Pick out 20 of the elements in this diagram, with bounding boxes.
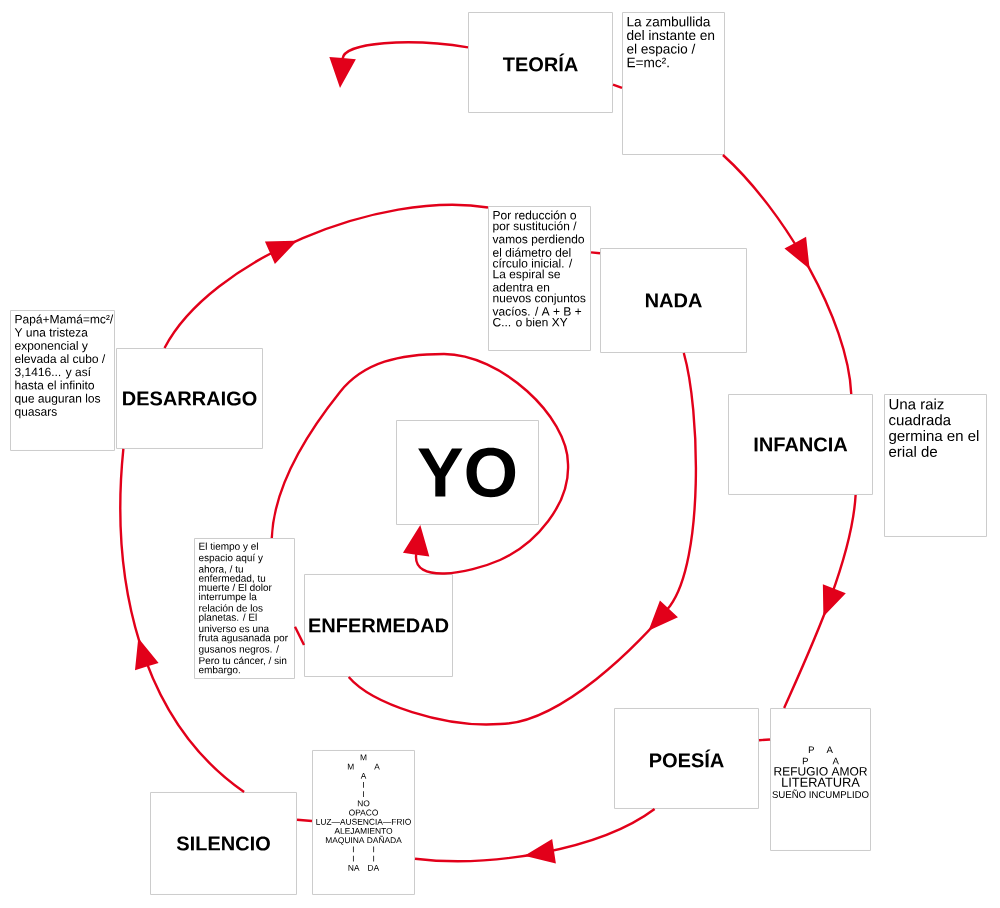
- spiral-arrow: [163, 203, 489, 349]
- spiral-arrow: [119, 448, 245, 793]
- spiral-arrow: [270, 352, 570, 575]
- connector-line: [293, 626, 306, 646]
- connector-line: [590, 251, 601, 255]
- title-box: SILENCIO: [150, 792, 297, 895]
- spiral-arrow: [783, 494, 857, 709]
- title-box: INFANCIA: [728, 394, 873, 495]
- title-box: ENFERMEDAD: [304, 574, 453, 677]
- title-box: POESÍA: [614, 708, 759, 809]
- spiral-arrow: [414, 807, 656, 864]
- connector-line: [296, 818, 313, 823]
- spiral-arrow: [347, 352, 698, 726]
- connector-line: [612, 83, 623, 89]
- center-box: YO: [396, 420, 539, 525]
- spiral-arrow: [722, 154, 853, 395]
- title-box: TEORÍA: [468, 12, 613, 113]
- connector-line: [758, 738, 771, 742]
- title-box: NADA: [600, 248, 747, 353]
- title-box: DESARRAIGO: [116, 348, 263, 449]
